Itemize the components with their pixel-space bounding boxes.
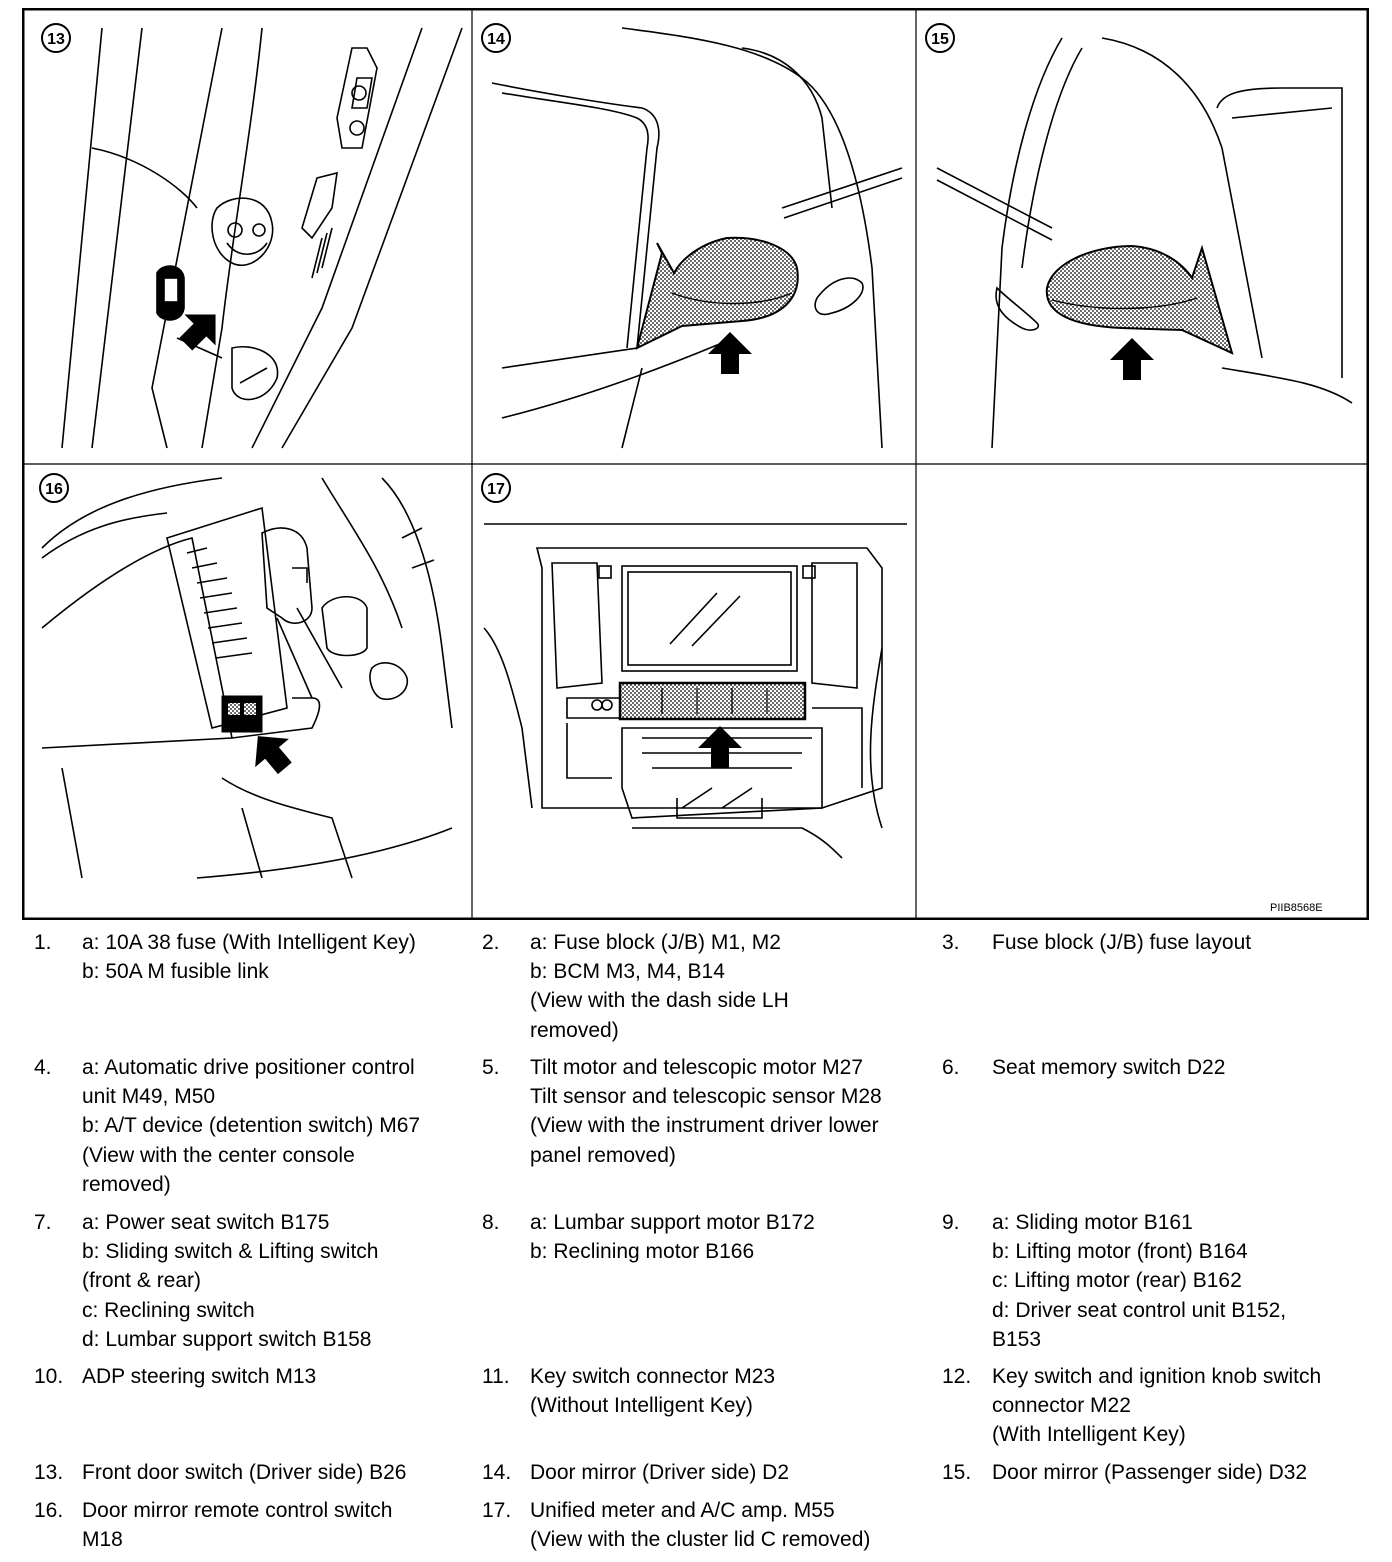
- legend-line: (Without Intelligent Key): [530, 1394, 753, 1418]
- legend-line: M18: [82, 1528, 123, 1552]
- svg-text:15: 15: [931, 31, 949, 48]
- legend-line: (View with the center console: [82, 1143, 355, 1167]
- legend-line: (View with the instrument driver lower: [530, 1114, 879, 1138]
- legend-number: 2.: [482, 931, 500, 954]
- legend-line: (With Intelligent Key): [992, 1423, 1186, 1447]
- legend-text: Key switch and ignition knob switch conne…: [992, 1362, 1321, 1450]
- legend-number: 12.: [942, 1365, 972, 1388]
- panel-15-door-mirror-passenger: [936, 37, 1353, 449]
- legend-line: Front door switch (Driver side) B26: [82, 1461, 407, 1484]
- legend-line: panel removed): [530, 1143, 676, 1167]
- legend-line: a: Sliding motor B161: [992, 1211, 1193, 1234]
- legend-text: Front door switch (Driver side) B26: [82, 1458, 406, 1487]
- legend-number: 8.: [482, 1211, 500, 1234]
- illustration-figure: 13 14 15: [22, 8, 1369, 920]
- legend-number: 6.: [942, 1056, 960, 1079]
- legend-line: Fuse block (J/B) fuse layout: [992, 931, 1252, 954]
- legend-line: Tilt sensor and telescopic sensor M28: [530, 1085, 882, 1109]
- legend-number: 3.: [942, 931, 960, 954]
- legend-number: 14.: [482, 1461, 512, 1484]
- legend-number: 13.: [34, 1461, 64, 1484]
- legend-number: 17.: [482, 1499, 512, 1522]
- legend-number: 15.: [942, 1461, 972, 1484]
- legend-line: b: 50A M fusible link: [82, 960, 269, 984]
- panel-14-door-mirror-driver: [491, 27, 903, 449]
- legend-text: Seat memory switch D22: [992, 1053, 1225, 1082]
- legend-line: d: Driver seat control unit B152,: [992, 1298, 1287, 1322]
- legend-line: Key switch connector M23: [530, 1365, 776, 1388]
- legend-text: a: Automatic drive positioner control uni…: [82, 1053, 420, 1199]
- svg-text:14: 14: [487, 31, 505, 48]
- figure-code: PIIB8568E: [1270, 902, 1323, 914]
- legend-number: 11.: [482, 1365, 510, 1388]
- legend-line: removed): [530, 1018, 619, 1042]
- legend-line: Seat memory switch D22: [992, 1056, 1226, 1079]
- legend-line: Door mirror remote control switch: [82, 1499, 393, 1522]
- panel-17-label: 17: [481, 473, 511, 503]
- legend-line: Tilt motor and telescopic motor M27: [530, 1056, 864, 1079]
- panel-14-label: 14: [481, 23, 511, 53]
- legend-line: B153: [992, 1327, 1042, 1351]
- panel-16-mirror-remote-switch: [41, 477, 453, 879]
- legend-line: Door mirror (Driver side) D2: [530, 1461, 790, 1484]
- legend-line: b: Lifting motor (front) B164: [992, 1240, 1248, 1264]
- legend-line: ADP steering switch M13: [82, 1365, 317, 1388]
- legend-number: 7.: [34, 1211, 52, 1234]
- legend-number: 5.: [482, 1056, 500, 1079]
- legend-line: (front & rear): [82, 1269, 202, 1293]
- legend-text: a: 10A 38 fuse (With Intelligent Key) b: …: [82, 928, 416, 986]
- legend-line: a: Fuse block (J/B) M1, M2: [530, 931, 781, 954]
- panel-13-door-switch: [61, 27, 463, 449]
- legend-text: Key switch connector M23 (Without Intelli…: [530, 1362, 775, 1420]
- legend-line: (View with the dash side LH: [530, 989, 789, 1013]
- legend-text: a: Power seat switch B175 b: Sliding swit…: [82, 1208, 378, 1354]
- legend-line: unit M49, M50: [82, 1085, 216, 1109]
- legend-text: a: Fuse block (J/B) M1, M2 b: BCM M3, M4,…: [530, 928, 789, 1045]
- legend-text: a: Sliding motor B161 b: Lifting motor (f…: [992, 1208, 1286, 1354]
- meter-unit-block: [618, 681, 807, 721]
- legend-line: removed): [82, 1172, 171, 1196]
- panel-16-label: 16: [39, 473, 69, 503]
- legend-text: Fuse block (J/B) fuse layout: [992, 928, 1251, 957]
- legend-line: (View with the cluster lid C removed): [530, 1528, 871, 1552]
- legend-number: 10.: [34, 1365, 64, 1388]
- legend-text: ADP steering switch M13: [82, 1362, 316, 1391]
- legend-number: 4.: [34, 1056, 52, 1079]
- driver-mirror-shape: [635, 236, 799, 350]
- legend-line: connector M22: [992, 1394, 1131, 1418]
- svg-text:16: 16: [45, 481, 63, 498]
- legend-text: a: Lumbar support motor B172 b: Reclining…: [530, 1208, 815, 1266]
- arrow-icon: [708, 332, 752, 374]
- legend-line: a: Automatic drive positioner control: [82, 1056, 415, 1079]
- legend-line: b: BCM M3, M4, B14: [530, 960, 725, 984]
- panel-15-label: 15: [925, 23, 955, 53]
- legend-number: 1.: [34, 931, 52, 954]
- legend-number: 16.: [34, 1499, 64, 1522]
- legend-line: a: Lumbar support motor B172: [530, 1211, 815, 1234]
- legend-line: b: Reclining motor B166: [530, 1240, 755, 1264]
- svg-text:17: 17: [487, 481, 505, 498]
- passenger-mirror-shape: [1045, 244, 1234, 355]
- panel-13-label: 13: [41, 23, 71, 53]
- legend-line: b: Sliding switch & Lifting switch: [82, 1240, 379, 1264]
- legend-line: c: Lifting motor (rear) B162: [992, 1269, 1242, 1293]
- legend-text: Door mirror (Driver side) D2: [530, 1458, 789, 1487]
- legend-line: b: A/T device (detention switch) M67: [82, 1114, 421, 1138]
- legend-text: Door mirror (Passenger side) D32: [992, 1458, 1307, 1487]
- legend-line: d: Lumbar support switch B158: [82, 1327, 372, 1351]
- legend-text: Unified meter and A/C amp. M55 (View with…: [530, 1496, 870, 1554]
- arrow-icon: [698, 726, 742, 768]
- legend-line: a: Power seat switch B175: [82, 1211, 330, 1234]
- legend-number: 9.: [942, 1211, 960, 1234]
- legend-line: Unified meter and A/C amp. M55: [530, 1499, 835, 1522]
- legend-line: Door mirror (Passenger side) D32: [992, 1461, 1308, 1484]
- legend-line: a: 10A 38 fuse (With Intelligent Key): [82, 931, 416, 954]
- arrow-icon: [1110, 338, 1154, 380]
- legend-line: c: Reclining switch: [82, 1298, 255, 1322]
- svg-text:13: 13: [47, 31, 65, 48]
- legend-line: Key switch and ignition knob switch: [992, 1365, 1322, 1388]
